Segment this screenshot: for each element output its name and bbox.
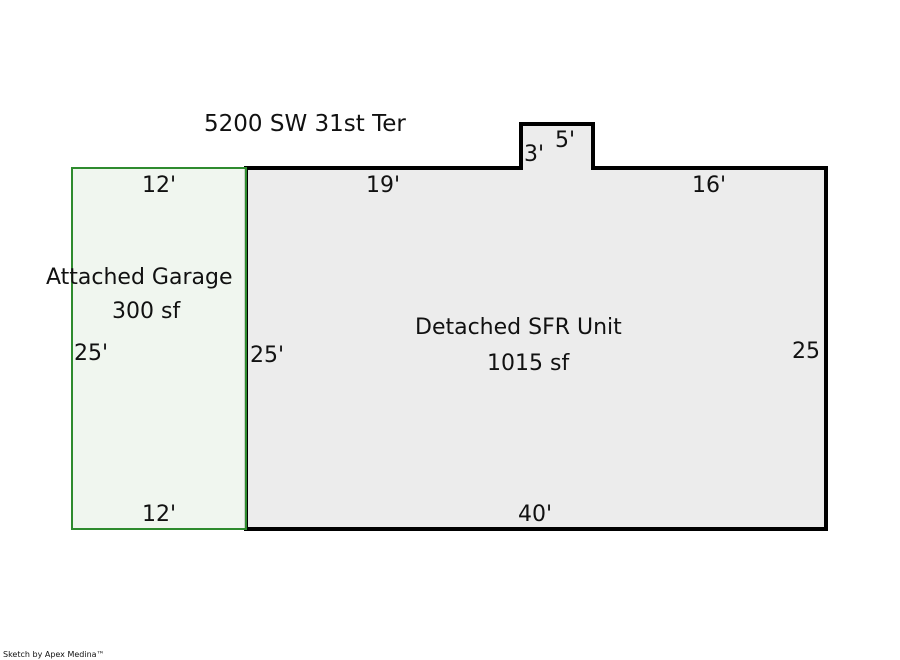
house-label: Detached SFR Unit: [415, 315, 622, 340]
garage-area: 300 sf: [112, 299, 181, 324]
house-outline: [244, 122, 828, 531]
house-area: 1015 sf: [487, 351, 570, 376]
garage-bottom-dim: 12': [142, 502, 177, 527]
garage-outline: [71, 167, 247, 530]
house-top-right-dim: 16': [692, 173, 727, 198]
garage-top-dim: 12': [142, 173, 177, 198]
house-bump-width-dim: 5': [555, 128, 576, 153]
house-bottom-dim: 40': [518, 502, 553, 527]
house-left-dim: 25': [250, 343, 285, 368]
house-bump-height-dim: 3': [524, 142, 545, 167]
address-title: 5200 SW 31st Ter: [204, 111, 406, 137]
garage-label: Attached Garage: [46, 265, 233, 290]
house-right-dim: 25: [792, 339, 820, 364]
garage-left-dim: 25': [74, 341, 109, 366]
house-top-left-dim: 19': [366, 173, 401, 198]
sketch-credit: Sketch by Apex Medina™: [3, 650, 105, 659]
